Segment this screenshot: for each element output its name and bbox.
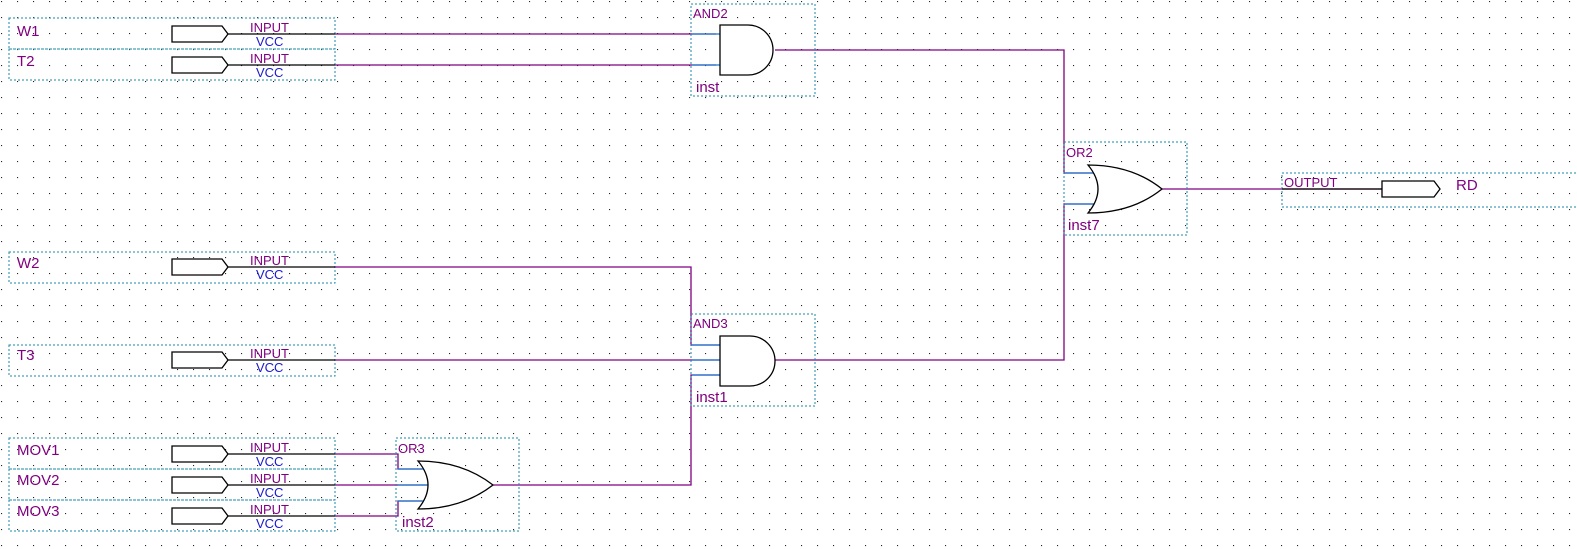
input-pin-label: T2 [17,53,35,70]
gate-type-label: OR3 [398,441,425,456]
and-gate-symbol [719,335,776,387]
pin-default-label: VCC [256,454,283,469]
input-pin-label: MOV2 [17,472,60,489]
or-gate-symbol [1086,164,1164,214]
output-pin-rd[interactable]: OUTPUT RD [1281,172,1577,208]
output-pin-symbol [1381,180,1441,198]
input-pin-label: W2 [17,255,40,272]
pin-type-label: INPUT [250,440,289,455]
input-pin-symbol [171,25,229,43]
input-pin-label: T3 [17,347,35,364]
gate-instance-label: inst1 [696,389,728,406]
and-gate-symbol [719,24,774,76]
gate-type-label: AND2 [693,6,728,21]
input-pin-w2[interactable]: W2 INPUT VCC [8,251,336,284]
pin-type-label: INPUT [250,471,289,486]
pin-type-label: INPUT [250,20,289,35]
gate-and2[interactable]: AND2 inst [690,3,816,97]
input-pin-label: W1 [17,23,40,40]
input-pin-t3[interactable]: T3 INPUT VCC [8,344,336,377]
gate-type-label: OR2 [1066,145,1093,160]
or-gate-symbol [416,460,495,510]
input-pin-symbol [171,476,229,494]
gate-or2[interactable]: OR2 inst7 [1063,141,1188,236]
input-pin-symbol [171,507,229,525]
input-pin-label: MOV3 [17,503,60,520]
pin-type-label: OUTPUT [1284,175,1338,190]
gate-and3[interactable]: AND3 inst1 [690,313,816,407]
pin-default-label: VCC [256,360,283,375]
gate-instance-label: inst [696,79,720,96]
pin-default-label: VCC [256,65,283,80]
gate-instance-label: inst7 [1068,217,1100,234]
pin-default-label: VCC [256,516,283,531]
input-pin-symbol [171,351,229,369]
pin-default-label: VCC [256,267,283,282]
output-pin-label: RD [1456,177,1478,194]
gate-or3[interactable]: OR3 inst2 [395,437,520,532]
pin-type-label: INPUT [250,253,289,268]
input-pin-symbol [171,56,229,74]
gate-type-label: AND3 [693,316,728,331]
gate-instance-label: inst2 [402,514,434,531]
input-pin-label: MOV1 [17,442,60,459]
pin-type-label: INPUT [250,51,289,66]
input-pin-w1[interactable]: W1 INPUT VCC [8,17,336,50]
input-pin-t2[interactable]: T2 INPUT VCC [8,48,336,81]
pin-type-label: INPUT [250,346,289,361]
input-pin-symbol [171,445,229,463]
pin-default-label: VCC [256,485,283,500]
input-pin-symbol [171,258,229,276]
pin-default-label: VCC [256,34,283,49]
pin-type-label: INPUT [250,502,289,517]
